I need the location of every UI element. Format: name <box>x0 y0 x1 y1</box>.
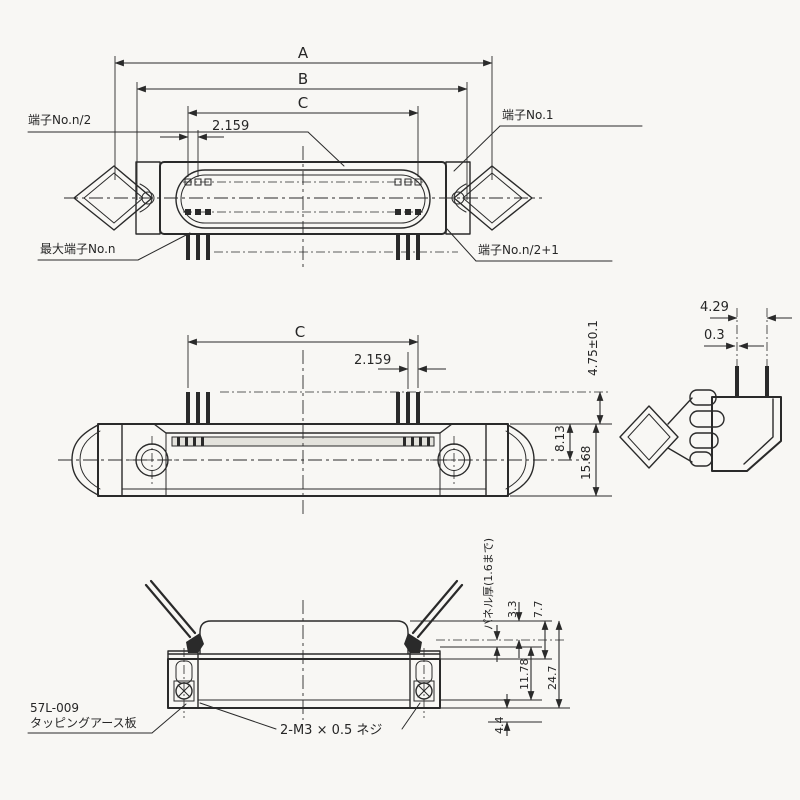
front-dim-c-label: C <box>295 323 305 341</box>
top-insert-outer <box>175 169 431 229</box>
side-bail-outer <box>619 405 679 469</box>
top-left-pivot-arc1 <box>139 183 153 199</box>
screw-spec-leader-right <box>401 702 421 730</box>
terminal-max-leader <box>137 232 191 261</box>
top-right-pivot-arc2 <box>453 197 467 213</box>
top-left-latch-block <box>135 161 161 235</box>
mount-dim-d2-label: 7.7 <box>532 601 545 619</box>
terminal-max-label: 最大端子No.n <box>40 242 116 256</box>
top-right-latch-block <box>445 161 471 235</box>
earth-plate-label: タッピングアース板 <box>30 716 137 730</box>
dim-c-label: C <box>298 94 308 112</box>
side-body-outline <box>711 396 782 472</box>
dim-pitch-label: 2.159 <box>212 119 249 134</box>
mount-view: パネル厚(1.6まで) 3.3 7.7 11.78 24.7 4.4 57L-0… <box>27 538 570 738</box>
screw-spec-leader-left <box>199 702 277 730</box>
front-slot-contacts <box>177 437 430 446</box>
terminal-n2-label: 端子No.n/2 <box>28 113 91 127</box>
mount-right-wire-1 <box>416 583 464 639</box>
dim-b-label: B <box>298 70 308 88</box>
front-dim-pinlen-label: 4.75±0.1 <box>586 320 600 376</box>
front-chamfer-right <box>439 423 453 434</box>
front-dim-h2-label: 15.68 <box>579 446 593 480</box>
top-right-bail-outer <box>453 165 533 231</box>
side-pin2 <box>765 366 769 397</box>
mount-dim-panel-label: パネル厚(1.6まで) <box>482 538 495 630</box>
side-bail-arm-top <box>667 397 693 425</box>
side-dim-pinw-label: 0.3 <box>704 328 725 343</box>
top-right-pivot <box>451 191 465 205</box>
mount-dim-d1-label: 3.3 <box>506 601 519 619</box>
top-left-pivot <box>141 191 155 205</box>
side-latch-spring <box>689 389 725 467</box>
front-view: C 2.159 <box>58 320 612 514</box>
mount-left-wire-2 <box>149 579 197 635</box>
side-body-inner-line <box>743 398 774 465</box>
mount-dim-d5-label: 4.4 <box>493 717 506 735</box>
side-bail-inner <box>627 413 671 461</box>
terminal-1-leader <box>453 125 501 172</box>
mount-body-outline <box>167 658 441 709</box>
front-left-bail-inner <box>79 430 101 490</box>
top-insert-inner <box>180 174 426 224</box>
part-number-label: 57L-009 <box>30 701 79 715</box>
mount-dim-d3-label: 11.78 <box>518 659 531 691</box>
earth-plate-leader <box>151 703 187 734</box>
top-left-pivot-arc2 <box>139 197 153 213</box>
front-pins <box>186 392 420 424</box>
top-pins <box>186 234 420 260</box>
terminal-n2-leader <box>307 131 345 167</box>
top-contacts-outline <box>184 178 422 186</box>
front-chamfer-left <box>153 423 167 434</box>
mount-dim-d4-label: 24.7 <box>546 666 559 691</box>
mount-left-block <box>167 650 199 709</box>
front-dim-h1-label: 8.13 <box>553 425 567 452</box>
top-right-pivot-arc1 <box>453 183 467 199</box>
dim-a-label: A <box>298 44 309 62</box>
mount-right-block <box>409 650 441 709</box>
top-view: A B C 2.159 端子No.n/2 端子No.1 最大端子No.n 端子N… <box>27 44 643 268</box>
top-left-bail-inner <box>83 172 144 224</box>
mount-left-wire-1 <box>144 583 192 639</box>
terminal-n21-label: 端子No.n/2+1 <box>478 243 559 257</box>
side-view: 4.29 0.3 <box>619 300 792 472</box>
screw-spec-label: 2-M3 × 0.5 ネジ <box>280 723 382 738</box>
mount-hood-outline <box>199 620 409 655</box>
mount-right-wire-2 <box>411 579 459 635</box>
top-contacts-filled <box>185 209 421 215</box>
terminal-1-label: 端子No.1 <box>502 108 554 122</box>
side-bail-arm-bottom <box>667 447 693 463</box>
side-dim-span-label: 4.29 <box>700 300 729 315</box>
side-pin1 <box>735 366 739 397</box>
top-right-bail-inner <box>462 172 523 224</box>
front-dim-pitch-label: 2.159 <box>354 353 391 368</box>
